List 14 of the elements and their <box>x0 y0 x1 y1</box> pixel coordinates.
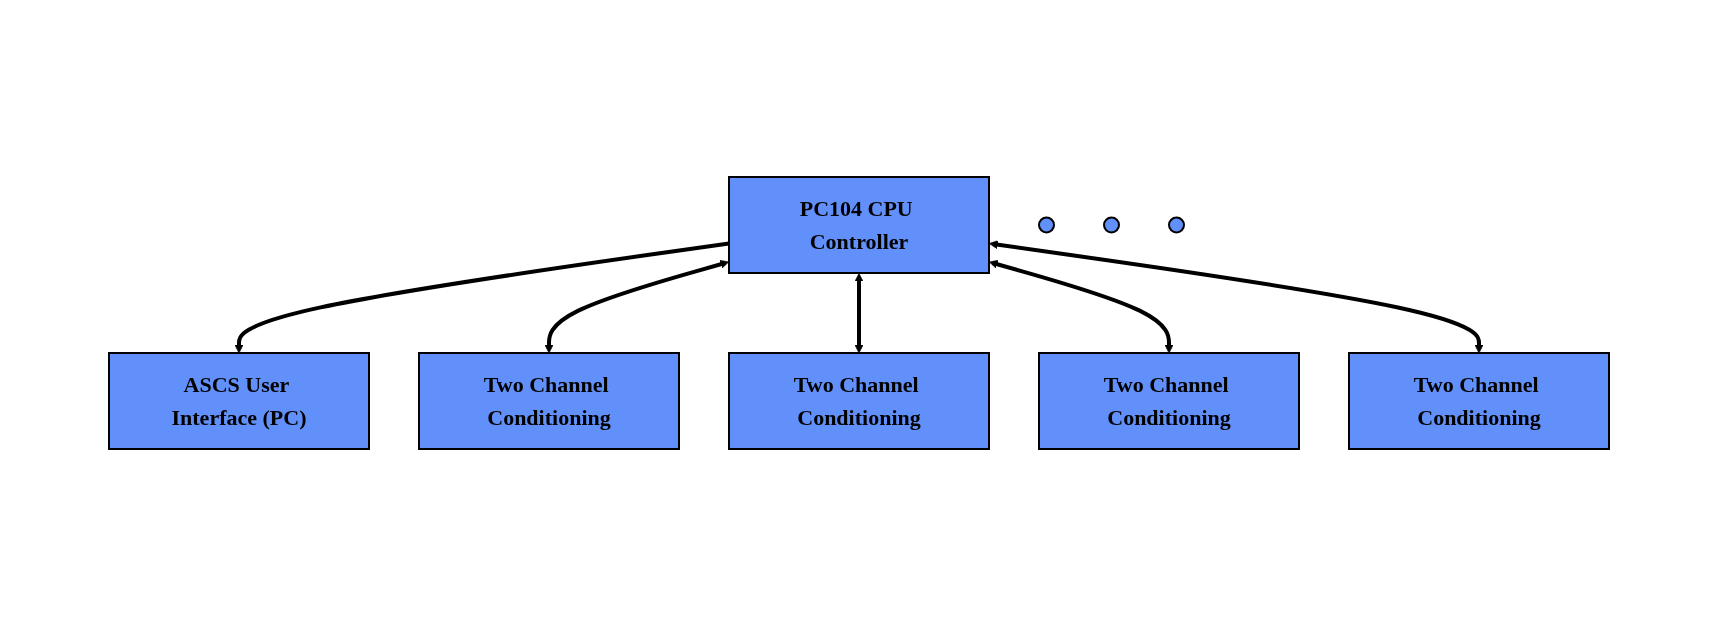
arrow <box>854 272 864 353</box>
node-box: PC104 CPU Controller <box>728 175 990 274</box>
node-box: ASCS User Interface (PC) <box>108 351 370 450</box>
node-box: Two Channel Conditioning <box>1038 351 1300 450</box>
arrow <box>544 259 729 353</box>
arrow <box>234 240 730 353</box>
arrow <box>989 239 1484 353</box>
node-box: Two Channel Conditioning <box>1348 351 1610 450</box>
node-box: Two Channel Conditioning <box>728 351 990 450</box>
node-circle <box>1103 216 1120 233</box>
node-box: Two Channel Conditioning <box>418 351 680 450</box>
node-circle <box>1168 216 1185 233</box>
arrow <box>989 259 1174 353</box>
node-circle <box>1038 216 1055 233</box>
